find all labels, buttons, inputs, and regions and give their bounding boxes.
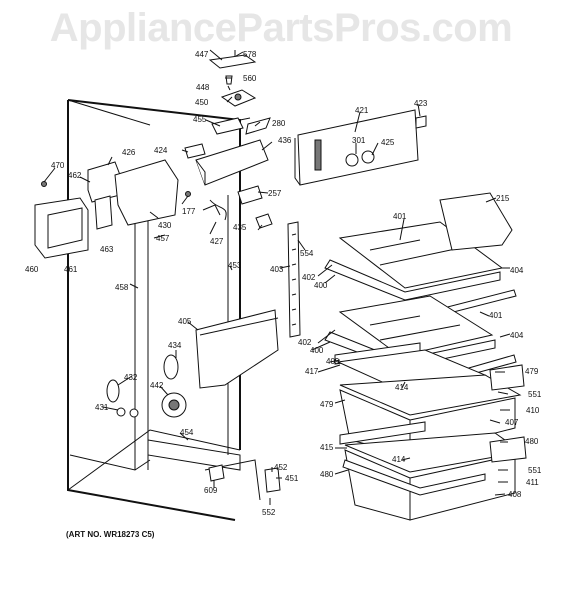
part-label-451: 451: [285, 474, 299, 483]
part-label-578: 578: [243, 50, 257, 59]
upper-duct-panel: [294, 109, 427, 186]
part-label-411: 411: [526, 478, 539, 487]
part-label-455: 455: [193, 115, 207, 124]
part-label-404b: 404: [510, 331, 524, 340]
part-label-405: 405: [178, 317, 192, 326]
part-label-409: 409: [326, 357, 340, 366]
part-label-431: 431: [95, 403, 109, 412]
part-label-410: 410: [526, 406, 540, 415]
part-label-470: 470: [51, 161, 65, 170]
part-label-400b: 400: [310, 346, 324, 355]
part-label-560: 560: [243, 74, 257, 83]
part-label-448: 448: [196, 83, 210, 92]
part-label-402b: 402: [298, 338, 312, 347]
part-label-404a: 404: [510, 266, 524, 275]
part-label-301: 301: [352, 136, 366, 145]
part-label-430: 430: [158, 221, 172, 230]
part-label-460: 460: [25, 265, 39, 274]
part-label-458: 458: [115, 283, 129, 292]
part-label-415: 415: [320, 443, 334, 452]
part-label-447: 447: [195, 50, 209, 59]
part-label-554: 554: [300, 249, 314, 258]
crisper-drawers: [334, 192, 527, 521]
part-label-463: 463: [100, 245, 114, 254]
part-label-177: 177: [182, 207, 196, 216]
part-label-414b: 414: [392, 455, 406, 464]
part-label-414a: 414: [395, 383, 409, 392]
part-label-402a: 402: [302, 273, 316, 282]
part-label-432: 432: [124, 373, 138, 382]
part-label-551b: 551: [528, 466, 542, 475]
part-label-280: 280: [272, 119, 286, 128]
part-label-452: 452: [274, 463, 288, 472]
part-labels: 447 578 560 448 450 455 280 421 423 424 …: [25, 50, 542, 517]
part-label-427: 427: [210, 237, 224, 246]
part-label-423: 423: [414, 99, 428, 108]
part-label-480a: 480: [525, 437, 539, 446]
part-label-401a: 401: [393, 212, 407, 221]
part-label-425: 425: [381, 138, 395, 147]
part-label-403: 403: [270, 265, 284, 274]
part-label-462: 462: [68, 171, 82, 180]
part-label-426: 426: [122, 148, 136, 157]
part-label-609: 609: [204, 486, 218, 495]
shelf-rail: [287, 221, 301, 338]
lower-left-parts: [106, 309, 281, 493]
part-label-457: 457: [156, 234, 170, 243]
part-label-461: 461: [64, 265, 78, 274]
part-label-424: 424: [154, 146, 168, 155]
part-label-551a: 551: [528, 390, 542, 399]
part-label-453: 453: [228, 261, 242, 270]
part-label-401b: 401: [489, 311, 503, 320]
part-label-408: 408: [508, 490, 522, 499]
part-label-552: 552: [262, 508, 276, 517]
art-number-caption: (ART NO. WR18273 C5): [66, 530, 155, 539]
part-label-454: 454: [180, 428, 194, 437]
part-label-479b: 479: [320, 400, 334, 409]
part-label-215: 215: [496, 194, 510, 203]
leader-lines: [43, 49, 511, 505]
part-label-421: 421: [355, 106, 369, 115]
part-label-407: 407: [505, 418, 519, 427]
part-label-434: 434: [168, 341, 182, 350]
part-label-436: 436: [278, 136, 292, 145]
part-label-400a: 400: [314, 281, 328, 290]
control-housing: [184, 117, 273, 229]
part-label-257: 257: [268, 189, 282, 198]
part-label-450: 450: [195, 98, 209, 107]
part-label-435: 435: [233, 223, 247, 232]
part-label-479a: 479: [525, 367, 539, 376]
part-label-442: 442: [150, 381, 164, 390]
part-label-480b: 480: [320, 470, 334, 479]
part-label-417: 417: [305, 367, 319, 376]
left-side-parts: [34, 159, 191, 259]
